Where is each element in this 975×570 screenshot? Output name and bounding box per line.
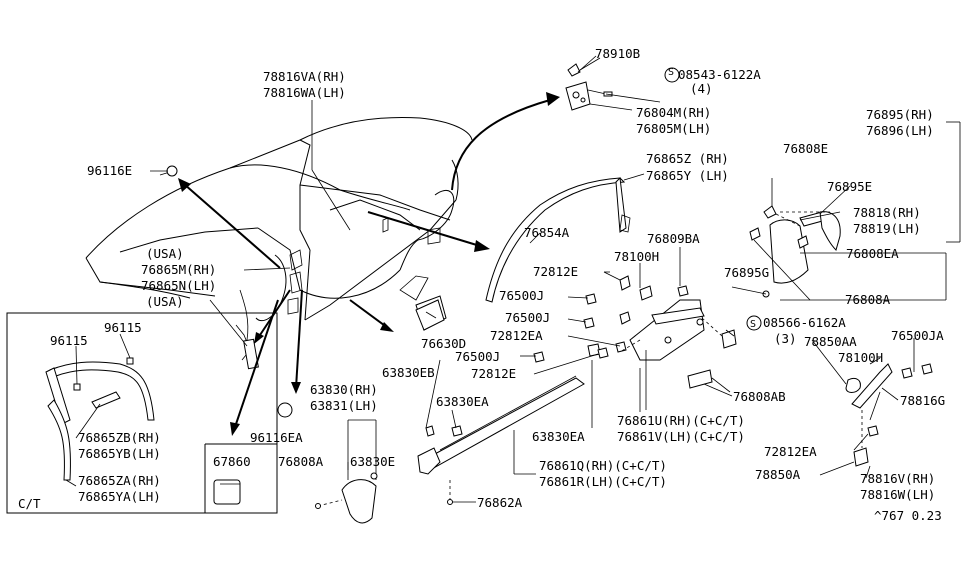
grommet-96116EA <box>277 402 293 418</box>
label-circled-s-2: S <box>750 319 756 330</box>
label-08543-6122A: 08543-6122A <box>678 67 761 82</box>
label-76500J: 76500J <box>499 288 544 303</box>
label-78816W: 78816W(LH) <box>860 487 935 502</box>
label-76861Q: 76861Q(RH)(C+C/T) <box>539 458 667 473</box>
label-78850AA: 78850AA <box>804 334 857 349</box>
label-76895: 76895(RH) <box>866 107 934 122</box>
label-78816VA: 78816VA(RH) <box>263 69 346 84</box>
label-78818: 78818(RH) <box>853 205 921 220</box>
inset-box <box>6 312 278 514</box>
label-76808A-2: 76808A <box>278 454 324 469</box>
label-inset-76865YB: 76865YB(LH) <box>78 446 161 461</box>
label-76808EA: 76808EA <box>846 246 899 261</box>
label-96116E: 96116E <box>87 163 132 178</box>
label-inset-96115-b: 96115 <box>104 320 142 335</box>
label-76854A: 76854A <box>524 225 570 240</box>
label-76861R: 76861R(LH)(C+C/T) <box>539 474 667 489</box>
upper-clip-parts <box>565 55 680 111</box>
callout-labels: 78910B 08543-6122A S (4) 76804M(RH) 7680… <box>18 46 945 523</box>
label-78816V: 78816V(RH) <box>860 471 935 486</box>
label-63830EA-2: 63830EA <box>532 429 585 444</box>
label-76808E: 76808E <box>783 141 828 156</box>
label-78100H-2: 78100H <box>838 350 883 365</box>
label-76865Y: 76865Y (LH) <box>646 168 729 183</box>
label-96116EA: 96116EA <box>250 430 303 445</box>
label-usa-2: (USA) <box>146 294 184 309</box>
label-76805M: 76805M(LH) <box>636 121 711 136</box>
label-72812EA: 72812EA <box>490 328 543 343</box>
label-76808A: 76808A <box>845 292 891 307</box>
rear-wheel-moulding-parts <box>811 339 933 467</box>
mudguard-cluster <box>749 178 841 301</box>
car-body-illustration <box>85 117 473 370</box>
label-78910B: 78910B <box>595 46 640 61</box>
label-78819: 78819(LH) <box>853 221 921 236</box>
diagram-footer-code: ^767 0.23 <box>874 508 942 523</box>
label-76865Z: 76865Z (RH) <box>646 151 729 166</box>
label-78816WA: 78816WA(LH) <box>263 85 346 100</box>
label-76861U: 76861U(RH)(C+C/T) <box>617 413 745 428</box>
label-76895E: 76895E <box>827 179 872 194</box>
door-sash-moulding <box>485 176 631 303</box>
label-76500J-3: 76500J <box>455 349 500 364</box>
label-72812E: 72812E <box>533 264 578 279</box>
label-63830EA: 63830EA <box>436 394 489 409</box>
label-76630D: 76630D <box>421 336 466 351</box>
label-78850A: 78850A <box>755 467 801 482</box>
label-76861V: 76861V(LH)(C+C/T) <box>617 429 745 444</box>
label-inset-76865ZB: 76865ZB(RH) <box>78 430 161 445</box>
mud-flap <box>315 419 378 524</box>
label-76865M: 76865M(RH) <box>141 262 216 277</box>
label-72812E-2: 72812E <box>471 366 516 381</box>
label-76809BA: 76809BA <box>647 231 700 246</box>
label-76896: 76896(LH) <box>866 123 934 138</box>
label-inset-96115-a: 96115 <box>50 333 88 348</box>
label-08543-qty: (4) <box>690 81 713 96</box>
center-bracket <box>533 275 762 410</box>
sill-moulding <box>417 375 585 505</box>
fuel-door <box>415 299 445 331</box>
label-63830EB: 63830EB <box>382 365 435 380</box>
callout-arrows <box>178 92 560 436</box>
label-circled-s-1: S <box>668 67 674 78</box>
label-inset-76865ZA: 76865ZA(RH) <box>78 473 161 488</box>
label-76500JA: 76500JA <box>891 328 944 343</box>
label-usa-1: (USA) <box>146 246 184 261</box>
label-inset-variant: C/T <box>18 496 41 511</box>
label-76808AB: 76808AB <box>733 389 786 404</box>
label-63830: 63830(RH) <box>310 382 378 397</box>
label-72812EA-2: 72812EA <box>764 444 817 459</box>
label-63830E: 63830E <box>350 454 395 469</box>
label-08566-6162A: 08566-6162A <box>763 315 846 330</box>
grommet-96116E <box>166 165 178 177</box>
leader-lines <box>150 57 961 503</box>
label-76862A: 76862A <box>477 495 523 510</box>
label-76804M: 76804M(RH) <box>636 105 711 120</box>
label-76895G: 76895G <box>724 265 769 280</box>
label-76865N: 76865N(LH) <box>141 278 216 293</box>
label-08566-qty: (3) <box>774 331 797 346</box>
label-76500J-2: 76500J <box>505 310 550 325</box>
label-inset-76865YA: 76865YA(LH) <box>78 489 161 504</box>
label-inset-67860: 67860 <box>213 454 251 469</box>
label-78816G: 78816G <box>900 393 945 408</box>
label-63831: 63831(LH) <box>310 398 378 413</box>
label-78100H: 78100H <box>614 249 659 264</box>
